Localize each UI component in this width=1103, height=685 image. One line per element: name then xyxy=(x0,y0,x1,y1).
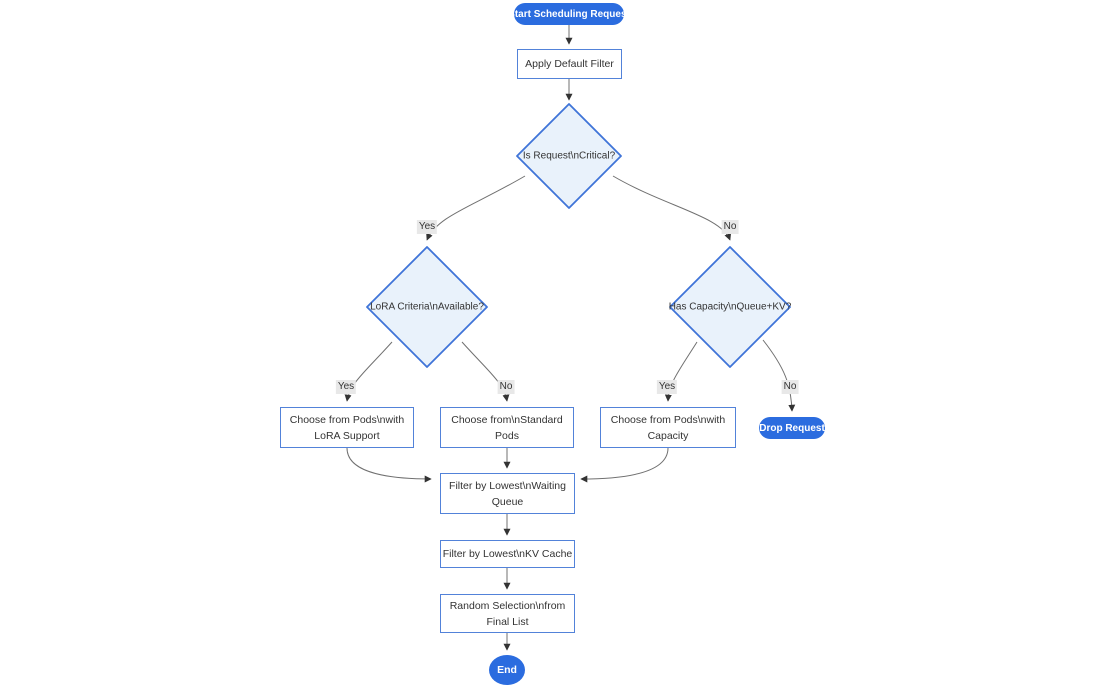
edge-lora-no-to-choose-standard xyxy=(461,341,510,402)
node-apply-default-filter: Apply Default Filter xyxy=(517,49,622,79)
decision-has-capacity: Has Capacity\nQueue+KV? xyxy=(669,302,792,313)
node-filter-kv-cache-label: Filter by Lowest\nKV Cache xyxy=(442,548,573,560)
node-start-label: Start Scheduling Request xyxy=(508,8,630,20)
node-random-selection-line2: Final List xyxy=(486,615,529,628)
edge-choose-lora-to-filter-queue xyxy=(346,447,432,483)
edge-label-critical-no: No xyxy=(721,220,739,234)
edge-label-lora-yes: Yes xyxy=(335,380,357,394)
node-apply-default-filter-label: Apply Default Filter xyxy=(525,58,614,70)
edge-label-capacity-yes: Yes xyxy=(656,380,678,394)
diamond-shape-has-capacity xyxy=(669,246,791,368)
edge-critical-yes-to-lora xyxy=(426,175,526,241)
node-filter-waiting-queue: Filter by Lowest\nWaiting Queue xyxy=(440,473,575,514)
node-end-label: End xyxy=(497,664,517,676)
decision-has-capacity-label: Has Capacity\nQueue+KV? xyxy=(668,301,792,313)
node-choose-capacity-pods: Choose from Pods\nwith Capacity xyxy=(600,407,736,448)
node-random-selection: Random Selection\nfrom Final List xyxy=(440,594,575,633)
edge-label-lora-no: No xyxy=(497,380,515,394)
edge-choose-capacity-to-filter-queue xyxy=(580,447,669,483)
node-drop-request: Drop Request xyxy=(759,417,825,439)
decision-lora-criteria-available: LoRA Criteria\nAvailable? xyxy=(370,302,484,313)
node-choose-capacity-pods-line2: Capacity xyxy=(647,429,689,442)
node-choose-standard-pods-line2: Pods xyxy=(495,429,519,442)
edge-capacity-no-to-drop xyxy=(762,339,796,412)
node-filter-kv-cache: Filter by Lowest\nKV Cache xyxy=(440,540,575,568)
edge-lora-yes-to-choose-lora xyxy=(344,341,393,402)
edge-critical-no-to-capacity xyxy=(612,175,732,241)
edge-label-capacity-no: No xyxy=(781,380,799,394)
decision-is-request-critical: Is Request\nCritical? xyxy=(523,151,615,162)
node-drop-request-label: Drop Request xyxy=(759,422,825,434)
decision-is-request-critical-label: Is Request\nCritical? xyxy=(522,150,616,162)
node-filter-waiting-queue-line1: Filter by Lowest\nWaiting xyxy=(449,479,566,492)
node-choose-lora-pods: Choose from Pods\nwith LoRA Support xyxy=(280,407,414,448)
node-choose-standard-pods-line1: Choose from\nStandard xyxy=(451,413,563,426)
node-end: End xyxy=(489,655,525,685)
diamond-shape-lora-available xyxy=(366,246,488,368)
node-choose-standard-pods: Choose from\nStandard Pods xyxy=(440,407,574,448)
diamond-shape-is-critical xyxy=(516,103,622,209)
node-choose-lora-pods-line1: Choose from Pods\nwith xyxy=(289,413,405,426)
edge-capacity-yes-to-choose-capacity xyxy=(664,341,698,402)
node-random-selection-line1: Random Selection\nfrom xyxy=(449,599,566,612)
edge-label-critical-yes: Yes xyxy=(416,220,438,234)
node-filter-waiting-queue-line2: Queue xyxy=(491,495,524,508)
decision-lora-criteria-available-label: LoRA Criteria\nAvailable? xyxy=(370,301,484,313)
node-start: Start Scheduling Request xyxy=(508,3,630,25)
node-choose-capacity-pods-line1: Choose from Pods\nwith xyxy=(610,413,726,426)
node-choose-lora-pods-line2: LoRA Support xyxy=(314,429,380,442)
